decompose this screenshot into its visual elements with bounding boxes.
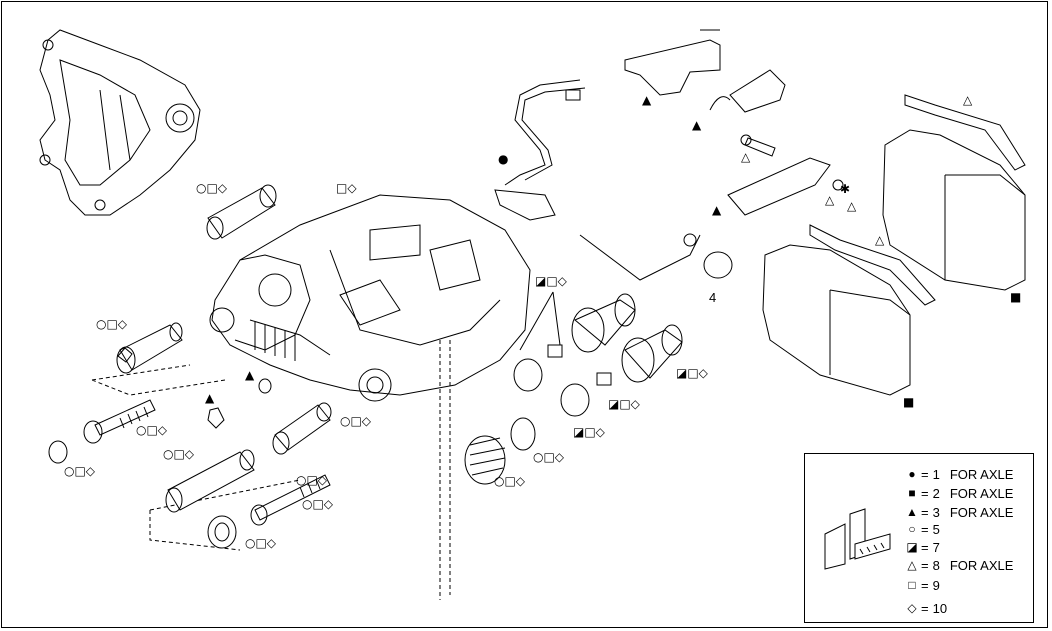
svg-text:●: ●: [498, 152, 508, 166]
legend-parts-icon: [824, 508, 891, 570]
svg-text:○□◇: ○□◇: [494, 474, 526, 488]
dashed-circle-icon: ○: [908, 522, 916, 536]
brake-pad-rear: [882, 94, 1026, 291]
svg-text:✱: ✱: [840, 182, 850, 196]
svg-text:○□◇: ○□◇: [163, 447, 195, 461]
svg-text:■: ■: [903, 395, 914, 409]
filled-triangle-icon: ▲: [906, 505, 918, 519]
svg-text:○□◇: ○□◇: [296, 473, 328, 487]
legend-row-1: ● =1 FOR AXLE: [905, 466, 1013, 482]
svg-text:▲: ▲: [712, 203, 722, 217]
svg-text:□◇: □◇: [336, 181, 357, 195]
pointer-lines: [519, 291, 561, 351]
svg-text:◪□◇: ◪□◇: [676, 366, 709, 380]
legend-row-6: △ =8 FOR AXLE: [905, 557, 1013, 573]
callout-symbols: ○□◇ □◇ ○□◇ ▲ ▲ ○□◇ ○□◇ ○□◇ ○□◇ ○□◇ ○□◇ ○…: [64, 93, 1021, 550]
caliper-housing-part: [209, 194, 531, 402]
legend-box: ● =1 FOR AXLE ■ =2 FOR AXLE ▲ =3 FOR AXL…: [804, 453, 1034, 623]
caliper-bracket-part: [39, 29, 201, 216]
svg-text:△: △: [825, 193, 835, 207]
bellows-boot: [464, 417, 536, 485]
guide-sleeve-bottom: [165, 402, 332, 513]
legend-row-2: ■ =2 FOR AXLE: [905, 485, 1013, 501]
svg-text:▲: ▲: [642, 93, 652, 107]
brake-pad-front: [762, 224, 936, 396]
svg-text:○□◇: ○□◇: [533, 450, 565, 464]
svg-text:◪□◇: ◪□◇: [573, 425, 606, 439]
piston-boot-lower: [560, 324, 683, 417]
svg-text:○□◇: ○□◇: [64, 464, 96, 478]
part-number-4: 4: [709, 290, 717, 305]
svg-text:○□◇: ○□◇: [196, 181, 228, 195]
small-nut: [207, 378, 272, 429]
svg-text:◪□◇: ◪□◇: [535, 274, 568, 288]
legend-row-8: ◇ =10: [905, 600, 957, 616]
bolt-bottom: [250, 474, 331, 526]
bushing-bottom: [207, 515, 237, 549]
svg-text:△: △: [741, 150, 751, 164]
legend-row-3: ▲ =3 FOR AXLE: [906, 504, 1014, 520]
sensor-cable: [494, 79, 586, 221]
pin: [740, 134, 776, 157]
svg-text:▲: ▲: [205, 391, 215, 405]
bushing-left: [116, 322, 183, 374]
legend-row-5: ◪ =7: [906, 539, 940, 555]
svg-text:○□◇: ○□◇: [136, 423, 168, 437]
svg-text:○□◇: ○□◇: [96, 317, 128, 331]
svg-text:○□◇: ○□◇: [340, 414, 372, 428]
spring-clip: [709, 69, 786, 113]
svg-text:▲: ▲: [245, 368, 255, 382]
guide-sleeve-top: [206, 184, 277, 240]
wear-plate: [727, 157, 844, 216]
svg-text:△: △: [847, 199, 857, 213]
svg-text:○□◇: ○□◇: [245, 536, 277, 550]
wear-indicator: [579, 233, 733, 281]
legend-row-4: ○ =5: [905, 521, 950, 537]
open-square-icon: □: [908, 578, 916, 592]
svg-text:▲: ▲: [692, 118, 702, 132]
svg-text:◪□◇: ◪□◇: [608, 397, 641, 411]
bolt-left: [48, 399, 156, 464]
svg-text:△: △: [963, 93, 973, 107]
retaining-plate: [624, 29, 721, 96]
alignment-lines: [91, 340, 451, 600]
svg-text:△: △: [875, 233, 885, 247]
half-filled-square-icon: ◪: [906, 540, 918, 554]
legend-row-7: □ =9: [905, 577, 950, 593]
filled-circle-icon: ●: [908, 467, 916, 481]
svg-text:■: ■: [1010, 290, 1021, 304]
open-triangle-icon: △: [907, 558, 917, 572]
svg-text:○□◇: ○□◇: [302, 497, 334, 511]
filled-square-icon: ■: [908, 486, 916, 500]
open-diamond-icon: ◇: [907, 601, 917, 615]
piston-boot-upper: [513, 293, 636, 392]
